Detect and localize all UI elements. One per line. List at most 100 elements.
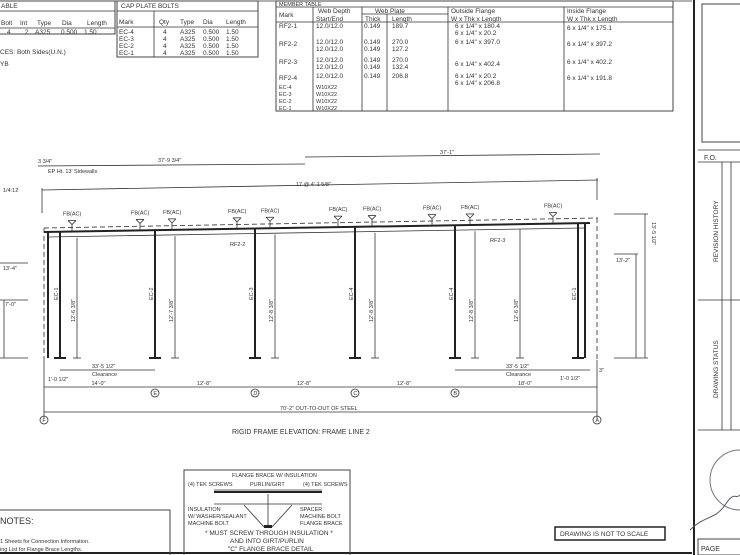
table-cell: 4 xyxy=(163,29,167,36)
column-label: EC-4 xyxy=(349,287,355,300)
table-cell: 1.50 xyxy=(226,36,239,43)
flange-brace-symbol xyxy=(265,216,271,222)
flange-brace-label: FB(AC) xyxy=(423,206,442,212)
web-length: 132.4 xyxy=(392,64,409,71)
cap-plate-bolts-table: CAP PLATE BOLTS Mark Qty Type Dia Length… xyxy=(116,0,259,58)
header-mark: Mark xyxy=(279,12,294,19)
web-length: 270.0 xyxy=(392,39,409,46)
column-section: W10X22 xyxy=(316,85,337,91)
grid-bubble xyxy=(450,388,460,398)
outside-flange: 6 x 1/4" x 20.2 xyxy=(455,30,497,37)
table-cell: 1.50 xyxy=(226,29,239,36)
column-label: EC-1 xyxy=(54,287,60,300)
notes-title: NOTES: xyxy=(0,516,34,526)
slope-symbol: 1/4:12 xyxy=(3,188,18,194)
rafter-label: RF2-3 xyxy=(490,238,505,244)
column-section: W10X22 xyxy=(316,106,337,112)
note-line: 1 Sheets for Connection Information. xyxy=(0,539,90,545)
drawing-status-label: DRAWING STATUS xyxy=(713,340,720,398)
cell: A325 xyxy=(35,29,51,36)
table-cell: EC-2 xyxy=(119,43,134,50)
web-length: 189.7 xyxy=(392,23,409,30)
dim-text: 7'-0" xyxy=(5,302,16,308)
grid-bubble-label: A xyxy=(595,418,599,424)
dim-text: 3" xyxy=(599,368,604,374)
signature xyxy=(689,494,740,531)
grid-bubble-label: D xyxy=(253,391,257,397)
bolt-note: CES: Both Sides(U.N.) xyxy=(0,49,66,56)
table-cell: A325 xyxy=(180,29,196,36)
web-thick: 0.149 xyxy=(364,46,381,53)
table-cell: EC-3 xyxy=(119,36,134,43)
clearance-height: 12'-8 3/8" xyxy=(269,299,275,322)
dim-text: 13'-4" xyxy=(3,266,17,272)
rafter-top-flange xyxy=(43,222,591,233)
dim-text: 17 @ 4'-1 5/8" xyxy=(296,182,331,188)
header-length: Length xyxy=(226,19,246,26)
cell: 0.500 xyxy=(61,29,78,36)
column-mark: EC-2 xyxy=(279,99,292,105)
fo-label: F.O. xyxy=(704,155,717,162)
column-label: EC-1 xyxy=(572,287,578,300)
web-thick: 0.149 xyxy=(364,73,381,80)
header-outside-flange: Outside Flange xyxy=(451,8,495,15)
grid-bubble xyxy=(250,388,260,398)
flange-brace-label: FB(AC) xyxy=(461,205,480,211)
grid-bubble-label: C xyxy=(353,391,357,397)
column-section: W10X22 xyxy=(316,92,337,98)
detail-label: MACHINE BOLT xyxy=(188,521,229,527)
header-start-end: Start/End xyxy=(316,16,343,23)
outside-flange: 6 x 1/4" x 180.4 xyxy=(455,23,500,30)
header-outside-sub: W x Thk x Length xyxy=(451,16,502,23)
clearance-height: 12'-7 3/8" xyxy=(169,299,175,322)
flange-brace-symbol xyxy=(167,218,173,224)
revision-history-label: REVISION HISTORY xyxy=(713,200,720,262)
column-mark: EC-4 xyxy=(279,85,292,91)
inside-flange: 6 x 1/4" x 397.2 xyxy=(567,41,612,48)
flange-brace-symbol xyxy=(469,213,475,219)
table-cell: 4 xyxy=(163,43,167,50)
header-length: Length xyxy=(392,16,412,23)
table-cell: 0.500 xyxy=(203,36,220,43)
flange-brace-symbol xyxy=(371,215,377,220)
table-cell: EC-4 xyxy=(119,29,134,36)
engineer-seal xyxy=(709,449,740,511)
flange-brace-label: FB(AC) xyxy=(63,212,82,218)
flange-brace-label: FB(AC) xyxy=(363,207,382,213)
web-depth: 12.0/12.0 xyxy=(316,57,343,64)
member-table-title: MEMBER TABLE xyxy=(279,2,322,8)
dim-text: 13'-2" xyxy=(616,258,630,264)
column-section: W10X22 xyxy=(316,99,337,105)
cell: 1.50 xyxy=(84,29,97,36)
elevation-title: RIGID FRAME ELEVATION: FRAME LINE 2 xyxy=(232,429,370,436)
flange-brace-detail: FLANGE BRACE W/ INSULATION (4) TEK SCREW… xyxy=(183,469,351,555)
bolt-note-2: YB xyxy=(0,61,9,68)
web-length: 206.8 xyxy=(392,73,409,80)
column-mark: EC-1 xyxy=(279,106,292,112)
table-cell: A325 xyxy=(180,36,196,43)
dim-text-2: Clearance xyxy=(506,372,531,378)
flange-brace-symbol xyxy=(71,220,77,225)
web-depth: 12.0/12.0 xyxy=(316,39,343,46)
header-type: Type xyxy=(180,19,194,26)
header-web-depth: Web Depth xyxy=(318,8,351,15)
detail-label: FLANGE BRACE W/ INSULATION xyxy=(232,473,317,479)
header-length: Length xyxy=(87,20,107,27)
flange-brace-label: FB(AC) xyxy=(544,204,563,210)
clearance-height: 12'-8 3/8" xyxy=(369,299,375,322)
flange-brace-symbol xyxy=(333,215,339,221)
title-block: F.O. REVISION HISTORY DRAWING STATUS PAG… xyxy=(689,0,740,555)
brace-bolt xyxy=(264,525,272,528)
dim-text: 1'-0 1/2" xyxy=(560,376,580,382)
page-label: PAGE xyxy=(701,546,720,553)
web-depth: 12.0/12.0 xyxy=(316,46,343,53)
detail-label: FLANGE BRACE xyxy=(300,521,343,527)
clearance-height: 12'-6 3/8" xyxy=(71,299,77,322)
detail-label: W/ WASHER/SEALANT xyxy=(188,514,247,520)
web-length: 270.0 xyxy=(392,57,409,64)
header-dia: Dia xyxy=(62,20,72,27)
flange-brace-label: FB(AC) xyxy=(329,207,348,213)
header-inside-flange: Inside Flange xyxy=(567,8,606,15)
outside-flange: 6 x 1/4" x 402.4 xyxy=(455,61,500,68)
